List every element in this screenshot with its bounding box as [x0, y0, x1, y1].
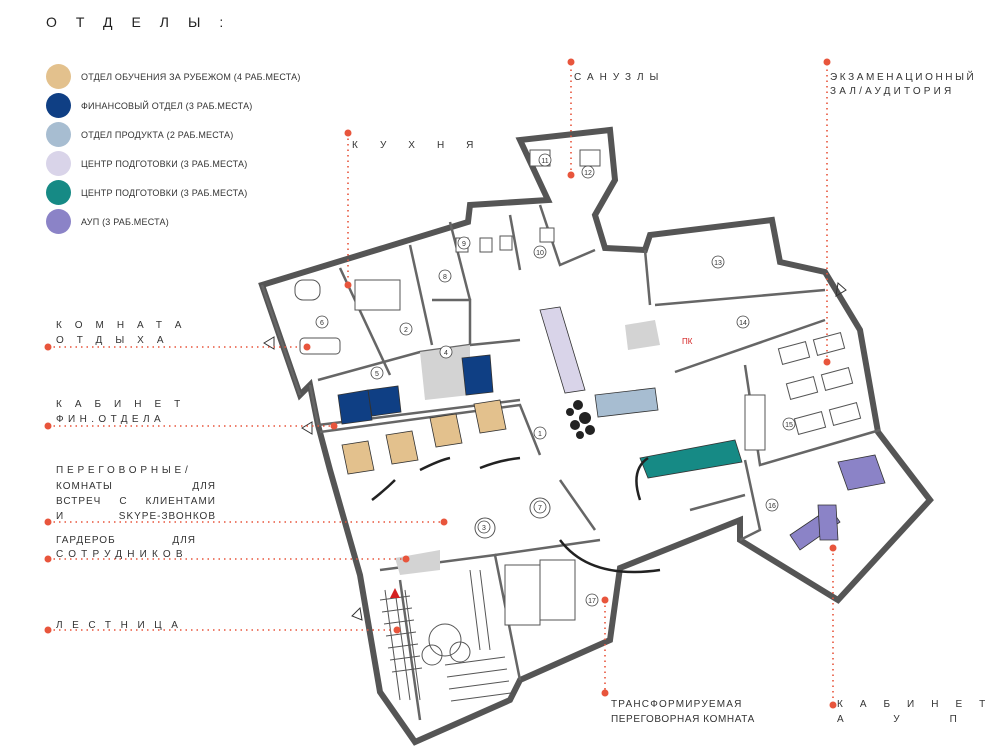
- callout-exam-line2: ЗАЛ/АУДИТОРИЯ: [830, 86, 955, 97]
- callout-fin-line2: ФИН.ОТДЕЛА: [56, 414, 166, 425]
- desk-training-teal: [639, 439, 743, 479]
- desk-study-abroad: [429, 413, 463, 448]
- legend-swatch: [46, 151, 71, 176]
- desk-training: [539, 306, 586, 394]
- desk-product: [594, 387, 659, 418]
- callout-meet-line2: КОМНАТЫ ДЛЯ: [56, 481, 216, 492]
- room-numbers: [315, 153, 796, 607]
- legend-item: ФИНАНСОВЫЙ ОТДЕЛ (3 РАБ.МЕСТА): [46, 91, 301, 120]
- callout-fin-line1: КАБИНЕТ: [56, 399, 194, 410]
- legend-label: ОТДЕЛ ОБУЧЕНИЯ ЗА РУБЕЖОМ (4 РАБ.МЕСТА): [81, 71, 301, 82]
- desk-study-abroad: [341, 440, 375, 475]
- callout-aup-line2: АУП: [837, 714, 995, 725]
- legend: ОТДЕЛ ОБУЧЕНИЯ ЗА РУБЕЖОМ (4 РАБ.МЕСТА) …: [46, 62, 301, 236]
- desk-aup: [817, 504, 839, 541]
- grey-areas: [395, 320, 660, 575]
- legend-label: ФИНАНСОВЫЙ ОТДЕЛ (3 РАБ.МЕСТА): [81, 100, 253, 111]
- pk-mark: ПК: [682, 337, 693, 346]
- meeting-tables: [474, 497, 576, 626]
- callout-wardrobe-line2: СОТРУДНИКОВ: [56, 549, 188, 560]
- callout-aup-line1: КАБИНЕТ: [837, 699, 995, 710]
- exam-desks: [744, 332, 862, 451]
- legend-swatch: [46, 180, 71, 205]
- room-number: 3: [482, 525, 486, 532]
- callout-exam-line1: ЭКЗАМЕНАЦИОННЫЙ: [830, 72, 977, 83]
- room-labels: 1 2 3 4 5 6 7 8 9 10 11 12 13 14 15 16 1…: [320, 158, 793, 605]
- leader-lines: [48, 64, 834, 705]
- room-number: 7: [538, 505, 542, 512]
- legend-swatch: [46, 93, 71, 118]
- room-number: 6: [320, 320, 324, 327]
- room-number: 10: [536, 250, 544, 257]
- legend-item: ОТДЕЛ ОБУЧЕНИЯ ЗА РУБЕЖОМ (4 РАБ.МЕСТА): [46, 62, 301, 91]
- room-number: 13: [714, 260, 722, 267]
- callout-transform-line1: ТРАНСФОРМИРУЕМАЯ: [611, 699, 743, 710]
- desk-study-abroad: [473, 399, 507, 434]
- callout-rest-line2: ОТДЫХА: [56, 335, 177, 346]
- callout-rest-line1: КОМНАТА: [56, 320, 195, 331]
- room-number: 9: [462, 241, 466, 248]
- room-number: 17: [588, 598, 596, 605]
- callout-transform-line2: ПЕРЕГОВОРНАЯ КОМНАТА: [611, 714, 755, 725]
- callout-meet-line4: И SKYPE-ЗВОНКОВ: [56, 511, 216, 522]
- callout-meet-line3: ВСТРЕЧ С КЛИЕНТАМИ: [56, 496, 216, 507]
- desk-finance: [461, 354, 494, 396]
- staircase: [379, 569, 512, 702]
- callout-meet-line1: ПЕРЕГОВОРНЫЕ/: [56, 465, 192, 476]
- desk-aup: [837, 454, 886, 491]
- room-number: 1: [538, 431, 542, 438]
- room-number: 4: [444, 350, 448, 357]
- legend-swatch: [46, 64, 71, 89]
- legend-label: АУП (3 РАБ.МЕСТА): [81, 216, 169, 227]
- callout-sanuzly: САНУЗЛЫ: [574, 72, 665, 83]
- room-number: 14: [739, 320, 747, 327]
- legend-swatch: [46, 122, 71, 147]
- curves: [371, 456, 661, 574]
- callout-kitchen: КУХНЯ: [352, 140, 496, 151]
- legend-swatch: [46, 209, 71, 234]
- room-number: 12: [584, 170, 592, 177]
- page-title: ОТДЕЛЫ:: [46, 14, 243, 30]
- room-number: 11: [541, 158, 548, 165]
- fire-exit-marker: [390, 588, 400, 598]
- plants: [566, 400, 595, 439]
- legend-item: ОТДЕЛ ПРОДУКТА (2 РАБ.МЕСТА): [46, 120, 301, 149]
- desk-finance: [337, 389, 373, 425]
- legend-label: ЦЕНТР ПОДГОТОВКИ (3 РАБ.МЕСТА): [81, 187, 248, 198]
- callout-wardrobe-line1: ГАРДЕРОБ ДЛЯ: [56, 535, 196, 546]
- room-number: 15: [785, 422, 793, 429]
- room-number: 16: [768, 503, 776, 510]
- kitchen: [294, 279, 401, 355]
- building-walls: [258, 126, 934, 746]
- inner-walls: [260, 204, 881, 721]
- legend-label: ОТДЕЛ ПРОДУКТА (2 РАБ.МЕСТА): [81, 129, 234, 140]
- room-number: 2: [404, 327, 408, 334]
- legend-label: ЦЕНТР ПОДГОТОВКИ (3 РАБ.МЕСТА): [81, 158, 248, 169]
- legend-item: АУП (3 РАБ.МЕСТА): [46, 207, 301, 236]
- room-number: 8: [443, 274, 447, 281]
- legend-item: ЦЕНТР ПОДГОТОВКИ (3 РАБ.МЕСТА): [46, 178, 301, 207]
- desks: [337, 306, 886, 551]
- legend-item: ЦЕНТР ПОДГОТОВКИ (3 РАБ.МЕСТА): [46, 149, 301, 178]
- leader-dots: [44, 58, 837, 709]
- desk-study-abroad: [385, 430, 419, 465]
- room-number: 5: [375, 371, 379, 378]
- callout-stairs: ЛЕСТНИЦА: [56, 620, 188, 631]
- door-markers: [263, 282, 847, 621]
- desk-finance: [367, 385, 402, 417]
